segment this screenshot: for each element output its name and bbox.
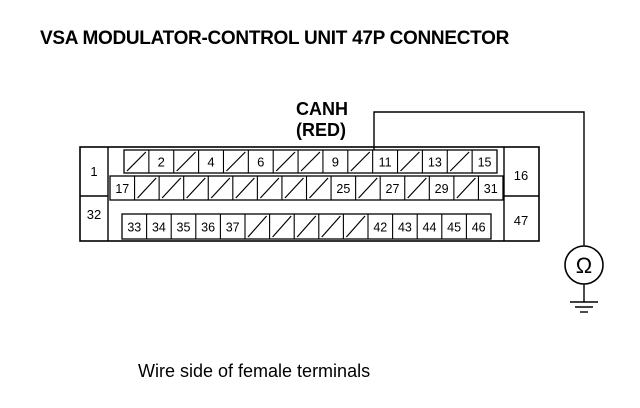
terminal-2: 2	[158, 155, 165, 170]
blank-cavity	[407, 177, 427, 199]
terminal-43: 43	[398, 221, 412, 235]
blank-cavity	[259, 177, 280, 199]
terminal-32: 32	[87, 207, 101, 222]
blank-cavity	[345, 215, 366, 238]
blank-cavity	[126, 151, 147, 172]
signal-name: CANH	[296, 99, 348, 119]
terminal-29: 29	[435, 182, 449, 196]
terminal-44: 44	[423, 221, 437, 235]
blank-cavity	[321, 215, 341, 238]
blank-cavity	[210, 177, 231, 199]
blank-cavity	[400, 151, 420, 172]
blank-cavity	[449, 151, 470, 172]
ohm-symbol: Ω	[576, 253, 592, 278]
terminal-27: 27	[386, 182, 400, 196]
terminal-6: 6	[257, 155, 264, 170]
terminal-33: 33	[127, 221, 141, 235]
diagram-title: VSA MODULATOR-CONTROL UNIT 47P CONNECTOR	[40, 28, 510, 49]
blank-cavity	[296, 215, 317, 238]
blank-cavity	[235, 177, 255, 199]
connector-outline	[79, 146, 540, 242]
diagram-caption: Wire side of female terminals	[138, 361, 371, 381]
terminal-1: 1	[90, 164, 97, 179]
blank-cavity	[186, 177, 206, 199]
terminal-25: 25	[336, 182, 350, 196]
terminal-42: 42	[373, 221, 387, 235]
probe-wire	[373, 111, 585, 246]
signal-wire-color: (RED)	[296, 120, 346, 140]
blank-cavity	[247, 215, 268, 238]
terminal-37: 37	[226, 221, 240, 235]
blank-cavity	[275, 151, 296, 172]
blank-cavity	[300, 151, 321, 172]
terminal-13: 13	[428, 156, 442, 170]
terminal-45: 45	[447, 221, 461, 235]
ground-icon	[570, 301, 598, 313]
terminal-row-top	[123, 149, 498, 174]
blank-cavity	[309, 177, 329, 199]
terminal-17: 17	[115, 182, 129, 196]
terminal-9: 9	[332, 155, 339, 170]
terminal-47: 47	[514, 213, 528, 228]
blank-cavity	[176, 151, 197, 172]
terminal-4: 4	[207, 155, 214, 170]
terminal-46: 46	[472, 221, 486, 235]
terminal-row-bottom	[121, 213, 492, 240]
terminal-35: 35	[177, 221, 191, 235]
terminal-15: 15	[478, 156, 492, 170]
blank-cavity	[350, 151, 371, 172]
terminal-34: 34	[152, 221, 166, 235]
blank-cavity	[358, 177, 378, 199]
blank-cavity	[226, 151, 246, 172]
terminal-11: 11	[379, 156, 392, 170]
terminal-16: 16	[514, 168, 528, 183]
terminal-36: 36	[201, 221, 215, 235]
blank-cavity	[272, 215, 292, 238]
blank-cavity	[161, 177, 182, 199]
blank-cavity	[284, 177, 304, 199]
blank-cavity	[137, 177, 157, 199]
terminal-31: 31	[484, 182, 498, 196]
blank-cavity	[456, 177, 476, 199]
